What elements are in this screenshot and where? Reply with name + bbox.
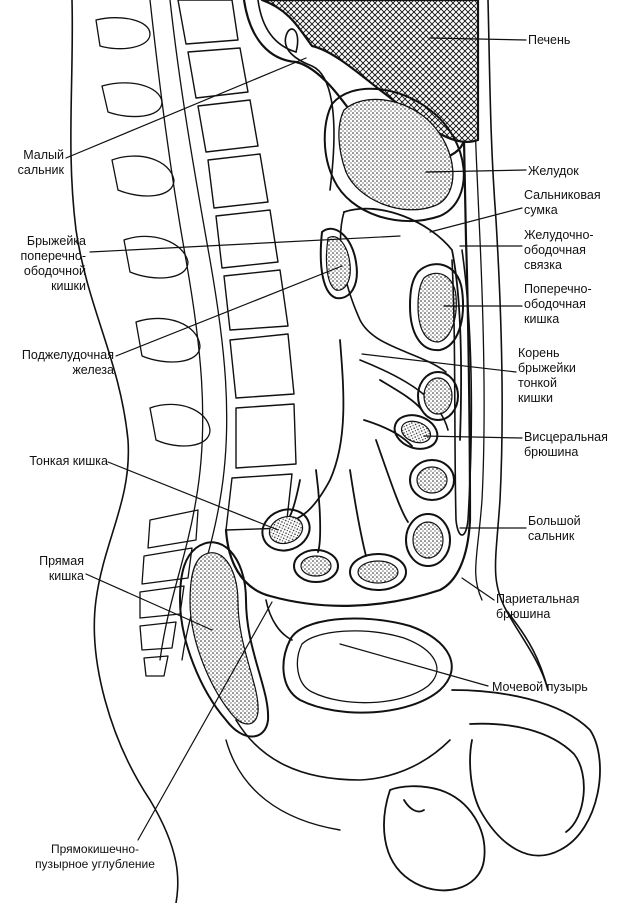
label-small-intestine: Тонкая кишка xyxy=(29,454,108,468)
label-lesser-omentum: Малый сальник xyxy=(17,148,64,177)
lesser-omentum-fold xyxy=(284,28,335,191)
label-visceral-peritoneum: Висцеральная брюшина xyxy=(524,430,608,459)
rectovesical-pouch xyxy=(265,599,293,641)
bladder xyxy=(282,617,453,714)
vertebral-column xyxy=(177,0,297,531)
label-stomach: Желудок xyxy=(528,164,579,178)
label-gastrocolic-ligament: Желудочно- ободочная связка xyxy=(524,228,594,272)
label-pancreas: Поджелудочная железа xyxy=(21,348,114,377)
stomach-wall xyxy=(323,87,465,223)
label-bladder: Мочевой пузырь xyxy=(492,680,588,694)
label-transverse-colon: Поперечно- ободочная кишка xyxy=(524,282,592,326)
label-parietal-peritoneum: Париетальная брюшина xyxy=(496,592,580,621)
label-greater-omentum: Большой сальник xyxy=(528,514,581,543)
leader-lines xyxy=(65,37,527,841)
spinous-processes xyxy=(95,17,211,447)
rectum-wall xyxy=(179,541,270,738)
pancreas-wall xyxy=(319,227,358,300)
mesentery-fans xyxy=(289,379,423,557)
greater-omentum xyxy=(451,249,473,536)
external-genitalia xyxy=(383,689,601,892)
label-liver: Печень xyxy=(528,33,571,47)
label-mesentery-root: Корень брыжейки тонкой кишки xyxy=(518,346,576,405)
pelvic-floor xyxy=(235,719,451,781)
label-transverse-mesocolon: Брыжейка поперечно- ободочной кишки xyxy=(20,234,86,293)
label-rectum: Прямая кишка xyxy=(39,554,84,583)
back-outline xyxy=(70,0,179,903)
mesentery xyxy=(285,339,345,523)
omental-bursa xyxy=(343,207,462,441)
spinal-canal xyxy=(149,0,204,661)
label-rectovesical-pouch: Прямокишечно- пузырное углубление xyxy=(35,842,155,871)
anterior-abdominal-wall xyxy=(487,0,549,691)
label-omental-bursa: Сальниковая сумка xyxy=(524,188,601,217)
small-intestine-loops xyxy=(261,371,459,591)
stomach-lumen xyxy=(338,98,454,211)
